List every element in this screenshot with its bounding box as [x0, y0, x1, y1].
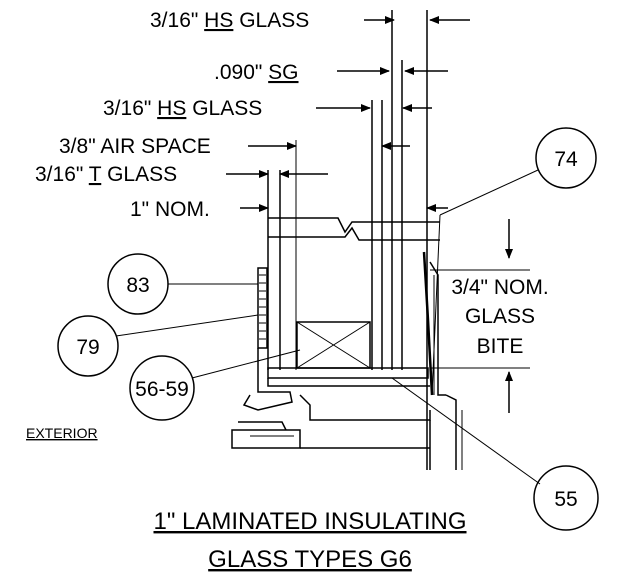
exterior-label: EXTERIOR: [26, 425, 98, 441]
glass-lites: [267, 10, 440, 470]
frame-extrusion: [231, 348, 463, 470]
svg-text:83: 83: [126, 274, 149, 297]
callout-bubble-74: 74: [431, 127, 597, 396]
svg-text:74: 74: [554, 148, 578, 171]
exterior-gasket: [257, 267, 268, 349]
callout-bubble-55: 55: [391, 377, 599, 531]
sg-interlayer-label: .090" SG: [214, 61, 299, 84]
hs-glass-top-label: 3/16" HS GLASS: [150, 9, 309, 32]
svg-text:79: 79: [76, 336, 99, 359]
t-glass-label: 3/16" T GLASS: [35, 163, 177, 186]
spacer-and-block: [267, 321, 429, 379]
glass-bite-line2: GLASS: [465, 305, 535, 328]
hs-glass-inner-label: 3/16" HS GLASS: [103, 97, 262, 120]
glass-bite-line3: BITE: [477, 335, 524, 358]
air-space-label: 3/8" AIR SPACE: [59, 135, 211, 158]
nominal-label: 1" NOM.: [130, 198, 210, 221]
callout-bubble-83: 83: [107, 253, 258, 315]
title-line-1: 1" LAMINATED INSULATING: [153, 508, 466, 535]
callout-bubble-56-59: 56-59: [129, 349, 301, 421]
title-line-2: GLASS TYPES G6: [208, 546, 412, 573]
glass-bite-line1: 3/4" NOM.: [451, 276, 548, 299]
svg-text:56-59: 56-59: [135, 378, 189, 401]
svg-text:55: 55: [554, 488, 577, 511]
callout-bubble-79: 79: [57, 314, 259, 377]
interior-glazing-bead: [422, 251, 446, 396]
